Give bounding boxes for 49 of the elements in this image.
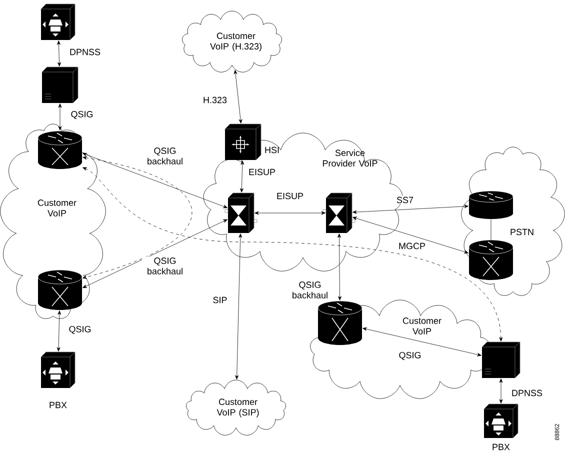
router-icon: [38, 270, 82, 310]
arrow: [82, 156, 192, 279]
edge-label: H.323: [202, 96, 228, 104]
arrow: [499, 378, 503, 404]
cloud-label: Customer VoIP: [38, 200, 76, 216]
edge-label: QSIG backhaul: [287, 280, 333, 300]
edge-label: DPNSS: [510, 388, 544, 398]
edge-label: SIP: [212, 296, 228, 304]
router-icon: [38, 130, 82, 169]
edge-label: QSIG: [68, 325, 92, 335]
arrow: [58, 104, 62, 130]
server-cube-icon: [42, 66, 78, 104]
cloud-label: Service Provider VoIP: [322, 149, 378, 167]
arrow: [56, 310, 62, 352]
arrow: [56, 40, 62, 66]
edge-label: DPNSS: [68, 48, 102, 56]
arrow: [82, 219, 228, 288]
edge-label: QSIG backhaul: [142, 146, 188, 166]
cloud-label: Customer VoIP (H.323): [210, 32, 262, 52]
arrow: [254, 211, 326, 215]
arrow: [235, 234, 242, 380]
router-icon: [318, 300, 362, 345]
cloud-label: Customer VoIP (SIP): [216, 398, 259, 418]
device-label: HSI: [265, 146, 279, 154]
edge-label: QSIG backhaul: [142, 256, 188, 276]
edge-label: EISUP: [276, 192, 304, 200]
arrow: [240, 160, 244, 192]
server-cube-icon: [482, 342, 520, 378]
telephone-cube-icon: [40, 4, 76, 40]
router-icon: [468, 190, 514, 219]
arrow: [82, 153, 228, 208]
cloud-label: PSTN: [510, 228, 534, 236]
arrow: [352, 204, 468, 214]
edge-label: QSIG: [398, 351, 422, 361]
arrow: [82, 167, 503, 342]
device-label: PBX: [50, 402, 67, 408]
switch-icon: [224, 192, 258, 234]
edge-label: SS7: [396, 196, 414, 204]
arrow: [352, 216, 468, 254]
edge-label: QSIG: [70, 110, 94, 120]
arrow: [362, 327, 482, 356]
cloud-label: Customer VoIP: [402, 318, 442, 334]
edge-label: MGCP: [398, 242, 426, 250]
arrow: [234, 70, 242, 124]
arrow: [337, 234, 342, 300]
router-icon: [468, 240, 514, 280]
device-label: PBX: [492, 444, 510, 450]
edge-label: EISUP: [248, 168, 276, 176]
switch-icon: [322, 192, 356, 234]
